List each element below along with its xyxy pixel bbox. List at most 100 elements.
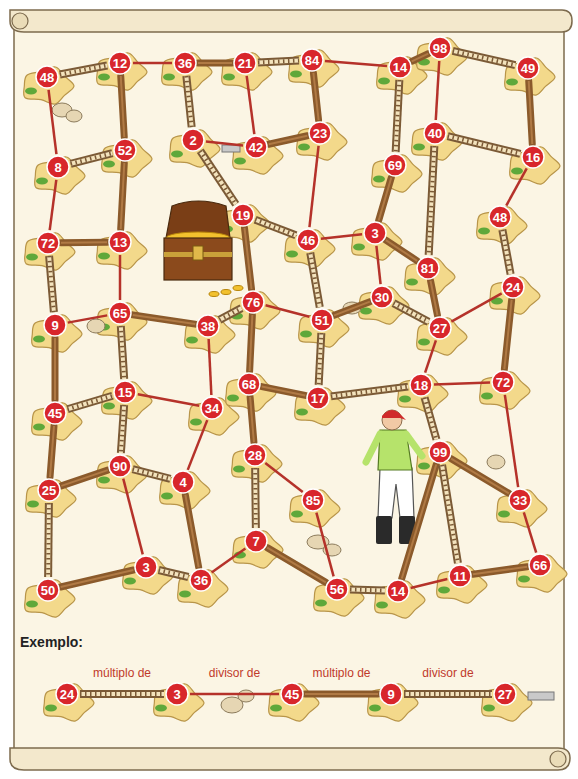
island-number-text: 27	[498, 688, 512, 701]
log-bridge	[412, 54, 429, 62]
ladder-gap	[255, 220, 296, 236]
log-bridge	[61, 570, 134, 587]
bush	[360, 308, 372, 315]
crossing	[393, 303, 428, 322]
rope-bridge	[138, 394, 199, 405]
number-disc	[522, 146, 544, 168]
rock	[487, 455, 505, 469]
chest-lock	[193, 246, 203, 260]
pirate-bandana	[382, 410, 406, 420]
log-bridge	[529, 81, 533, 144]
crossing	[121, 76, 125, 137]
ladder-bridge	[60, 65, 107, 74]
ladder-gap	[396, 80, 400, 152]
crossing	[313, 73, 318, 120]
bush	[161, 493, 173, 500]
number-disc	[389, 56, 411, 78]
island-shape	[497, 490, 547, 527]
log-highlight	[250, 397, 254, 442]
island-number-text: 7	[252, 535, 259, 548]
bush	[98, 477, 110, 484]
ladder-bridge	[448, 136, 521, 154]
ladder-rungs	[331, 387, 408, 397]
number-disc	[424, 122, 446, 144]
crossing	[451, 459, 509, 494]
bush	[298, 144, 310, 151]
bush	[103, 161, 115, 168]
crossing	[350, 589, 385, 590]
bush	[418, 339, 430, 346]
log-bridge	[305, 691, 378, 698]
island-number: 3	[134, 555, 158, 579]
rope-bridge	[123, 479, 143, 555]
crossing	[396, 80, 400, 152]
number-disc	[190, 569, 212, 591]
bush	[315, 600, 327, 607]
rope-bridge	[133, 62, 172, 65]
ladder-gap	[258, 61, 299, 63]
bush	[103, 403, 115, 410]
island-number: 12	[108, 51, 132, 75]
bush	[124, 578, 136, 585]
pirate-figure	[366, 410, 422, 544]
relation-label: múltiplo de	[91, 666, 153, 680]
island	[44, 684, 94, 721]
crossing	[529, 81, 533, 144]
island-number-text: 9	[51, 319, 58, 332]
island-number: 84	[300, 48, 324, 72]
number-disc	[56, 683, 78, 705]
island-number-text: 72	[41, 237, 55, 250]
island-number-text: 23	[313, 127, 327, 140]
bush	[438, 587, 450, 594]
island-number-text: 18	[414, 379, 428, 392]
crossing	[50, 180, 57, 230]
ladder-bridge	[350, 589, 385, 590]
island	[482, 684, 532, 721]
crossing	[319, 333, 322, 385]
bush	[413, 144, 425, 151]
island-number-text: 8	[54, 161, 61, 174]
number-disc	[429, 37, 451, 59]
bush	[418, 463, 430, 470]
rope-bridge	[411, 579, 448, 588]
island-number: 24	[55, 682, 79, 706]
number-disc	[492, 371, 514, 393]
ladder-rungs	[502, 230, 510, 274]
rope-bridge	[309, 146, 318, 227]
rope-bridge	[266, 305, 310, 316]
bush	[290, 71, 302, 78]
ladder-bridge	[396, 80, 400, 152]
crossing	[386, 240, 417, 261]
ladder-bridge	[502, 230, 510, 274]
island-number: 68	[237, 372, 261, 396]
log-bridge	[250, 315, 253, 371]
log-highlight	[334, 302, 370, 316]
rope-bridge	[451, 293, 501, 321]
crossing	[209, 339, 212, 395]
rope-bridge	[50, 180, 57, 230]
number-disc	[37, 579, 59, 601]
log-highlight	[431, 281, 438, 316]
bush	[406, 279, 418, 286]
island-number-text: 36	[178, 57, 192, 70]
island	[97, 232, 147, 269]
ladder-bridge	[255, 220, 296, 236]
island-number: 90	[108, 454, 132, 478]
crossing	[250, 397, 254, 442]
number-disc	[417, 257, 439, 279]
log-bridge	[121, 163, 125, 229]
island-shape	[314, 579, 364, 616]
island-number: 45	[280, 682, 304, 706]
ladder-rungs	[319, 333, 322, 385]
crossing	[212, 549, 246, 573]
island-number: 3	[165, 682, 189, 706]
island	[170, 130, 220, 167]
crossing	[49, 90, 57, 154]
crossing	[121, 326, 124, 379]
island-number: 69	[383, 153, 407, 177]
island-number-text: 14	[391, 585, 405, 598]
island-number: 24	[501, 275, 525, 299]
island-shape	[517, 555, 567, 592]
rock	[66, 110, 82, 122]
bush	[171, 151, 183, 158]
